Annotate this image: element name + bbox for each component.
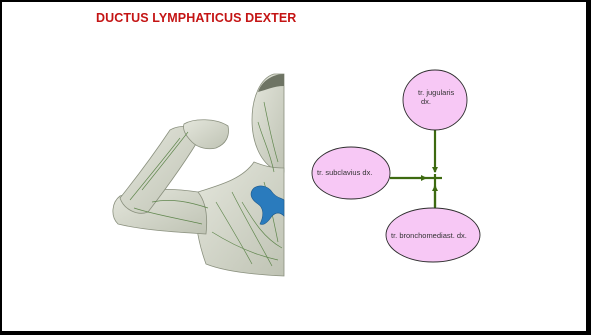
node-subclavius-label: tr. subclavius dx.	[317, 168, 372, 177]
node-bronchomediast-label: tr. bronchomediast. dx.	[391, 231, 467, 240]
node-jugularis-line2: dx.	[418, 97, 454, 106]
node-jugularis-line1: tr. jugularis	[418, 88, 454, 97]
flow-diagram	[2, 2, 586, 331]
slide: DUCTUS LYMPHATICUS DEXTER	[2, 2, 586, 331]
node-jugularis-label: tr. jugularis dx.	[418, 88, 454, 106]
